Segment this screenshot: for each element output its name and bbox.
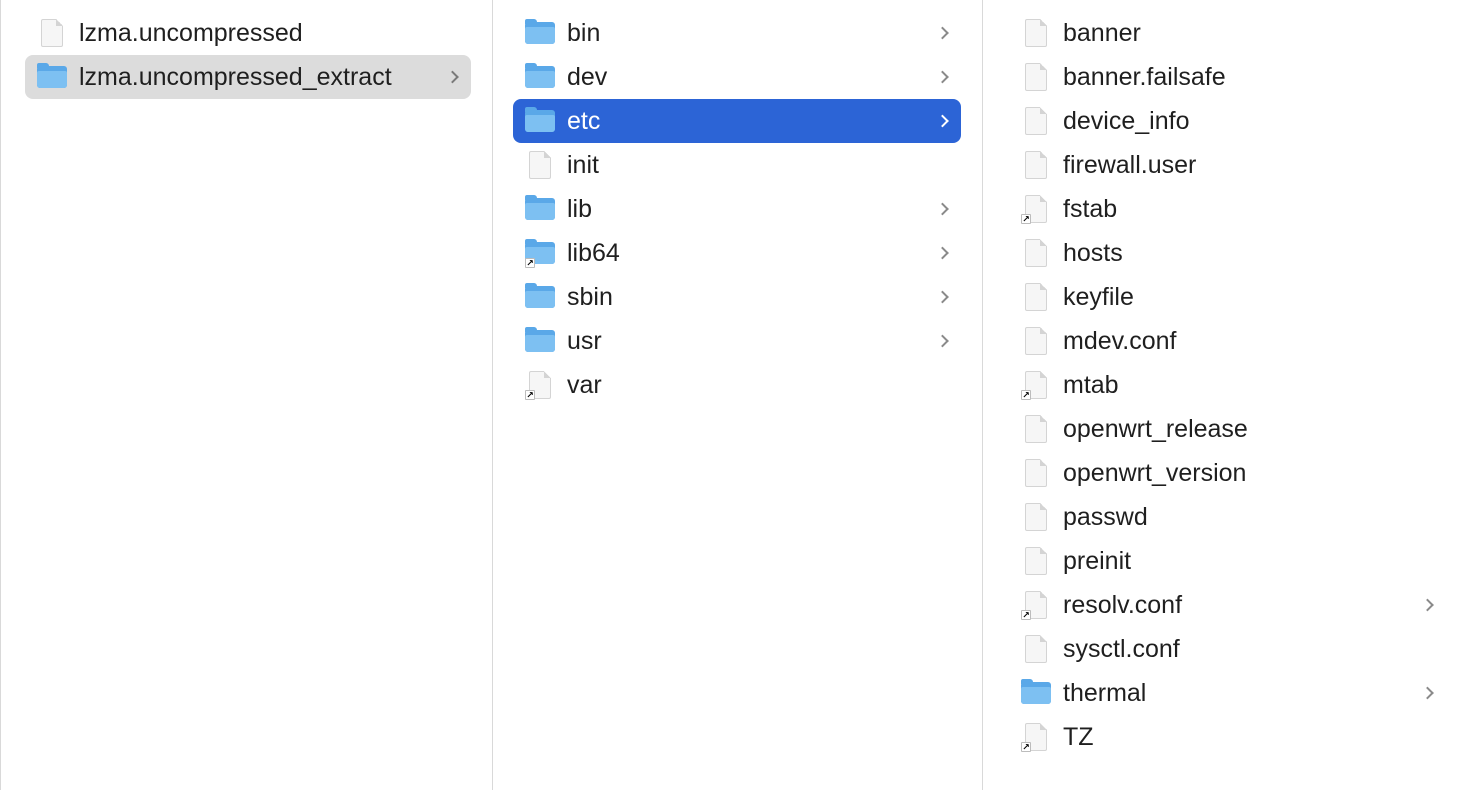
alias-arrow-icon: ↗	[525, 390, 535, 400]
file-item[interactable]: sysctl.conf	[1009, 627, 1446, 671]
item-label: banner	[1063, 18, 1141, 47]
file-item[interactable]: openwrt_version	[1009, 451, 1446, 495]
folder-icon	[525, 194, 557, 224]
item-label: var	[567, 370, 602, 399]
item-label: lzma.uncompressed_extract	[79, 62, 392, 91]
alias-arrow-icon: ↗	[1021, 214, 1031, 224]
item-label: banner.failsafe	[1063, 62, 1226, 91]
file-item[interactable]: firewall.user	[1009, 143, 1446, 187]
column-2[interactable]: bin dev etc init lib ↗ lib64 sbin usr ↗ var	[493, 0, 983, 790]
file-item[interactable]: hosts	[1009, 231, 1446, 275]
file-item[interactable]: mdev.conf	[1009, 319, 1446, 363]
item-label: preinit	[1063, 546, 1132, 575]
file-item[interactable]: keyfile	[1009, 275, 1446, 319]
folder-item[interactable]: dev	[513, 55, 961, 99]
alias-arrow-icon: ↗	[1021, 390, 1031, 400]
folder-icon: ↗	[525, 238, 557, 268]
document-icon	[1021, 238, 1053, 268]
file-item[interactable]: ↗ TZ	[1009, 715, 1446, 759]
folder-icon	[525, 106, 557, 136]
document-icon	[37, 18, 69, 48]
folder-icon	[525, 282, 557, 312]
document-icon	[1021, 106, 1053, 136]
file-item[interactable]: preinit	[1009, 539, 1446, 583]
document-icon	[1021, 326, 1053, 356]
alias-arrow-icon: ↗	[1021, 742, 1031, 752]
folder-item[interactable]: lib	[513, 187, 961, 231]
folder-item[interactable]: lzma.uncompressed_extract	[25, 55, 471, 99]
folder-item[interactable]: ↗ lib64	[513, 231, 961, 275]
file-item[interactable]: init	[513, 143, 961, 187]
file-item[interactable]: device_info	[1009, 99, 1446, 143]
item-label: init	[567, 150, 599, 179]
item-label: etc	[567, 106, 601, 135]
column-1[interactable]: lzma.uncompressed lzma.uncompressed_extra…	[0, 0, 493, 790]
file-item[interactable]: passwd	[1009, 495, 1446, 539]
alias-arrow-icon: ↗	[1021, 610, 1031, 620]
item-label: fstab	[1063, 194, 1118, 223]
item-label: passwd	[1063, 502, 1148, 531]
document-icon	[1021, 282, 1053, 312]
document-icon: ↗	[525, 370, 557, 400]
file-item[interactable]: ↗ resolv.conf	[1009, 583, 1446, 627]
file-item[interactable]: ↗ fstab	[1009, 187, 1446, 231]
alias-arrow-icon: ↗	[525, 258, 535, 268]
folder-icon	[1021, 678, 1053, 708]
document-icon	[1021, 62, 1053, 92]
folder-icon	[525, 18, 557, 48]
item-label: lib64	[567, 238, 620, 267]
item-label: TZ	[1063, 722, 1094, 751]
item-label: sbin	[567, 282, 613, 311]
file-item[interactable]: ↗ mtab	[1009, 363, 1446, 407]
document-icon	[1021, 458, 1053, 488]
file-item[interactable]: banner	[1009, 11, 1446, 55]
file-item[interactable]: lzma.uncompressed	[25, 11, 471, 55]
document-icon: ↗	[1021, 722, 1053, 752]
column-3[interactable]: banner banner.failsafe device_info firewall…	[983, 0, 1460, 790]
item-label: sysctl.conf	[1063, 634, 1180, 663]
item-label: openwrt_release	[1063, 414, 1248, 443]
item-label: resolv.conf	[1063, 590, 1183, 619]
item-label: lib	[567, 194, 593, 223]
document-icon: ↗	[1021, 370, 1053, 400]
file-item[interactable]: ↗ var	[513, 363, 961, 407]
folder-item[interactable]: bin	[513, 11, 961, 55]
document-icon	[1021, 502, 1053, 532]
item-label: hosts	[1063, 238, 1123, 267]
item-label: mdev.conf	[1063, 326, 1177, 355]
document-icon: ↗	[1021, 590, 1053, 620]
folder-icon	[525, 62, 557, 92]
document-icon	[1021, 150, 1053, 180]
item-label: usr	[567, 326, 602, 355]
document-icon	[525, 150, 557, 180]
item-label: lzma.uncompressed	[79, 18, 303, 47]
item-label: dev	[567, 62, 608, 91]
item-label: firewall.user	[1063, 150, 1197, 179]
folder-item[interactable]: usr	[513, 319, 961, 363]
document-icon	[1021, 414, 1053, 444]
document-icon	[1021, 546, 1053, 576]
item-label: openwrt_version	[1063, 458, 1247, 487]
document-icon	[1021, 18, 1053, 48]
folder-item[interactable]: sbin	[513, 275, 961, 319]
document-icon: ↗	[1021, 194, 1053, 224]
folder-icon	[37, 62, 69, 92]
document-icon	[1021, 634, 1053, 664]
item-label: thermal	[1063, 678, 1147, 707]
folder-item[interactable]: thermal	[1009, 671, 1446, 715]
file-item[interactable]: openwrt_release	[1009, 407, 1446, 451]
item-label: keyfile	[1063, 282, 1134, 311]
item-label: device_info	[1063, 106, 1190, 135]
item-label: bin	[567, 18, 601, 47]
item-label: mtab	[1063, 370, 1119, 399]
file-item[interactable]: banner.failsafe	[1009, 55, 1446, 99]
folder-item[interactable]: etc	[513, 99, 961, 143]
folder-icon	[525, 326, 557, 356]
